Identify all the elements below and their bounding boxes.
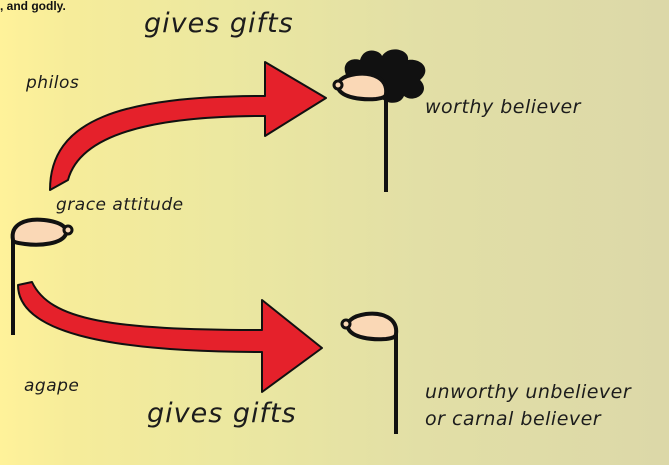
philos-label: philos bbox=[26, 75, 79, 92]
unworthy-unbeliever-label: unworthy unbeliever bbox=[425, 383, 631, 402]
carnal-believer-label: or carnal believer bbox=[425, 410, 601, 429]
gives-gifts-bottom-label: gives gifts bbox=[147, 400, 297, 427]
worthy-believer-label: worthy believer bbox=[425, 98, 581, 117]
grace-attitude-label: grace attitude bbox=[56, 197, 184, 214]
agape-label: agape bbox=[24, 378, 79, 395]
upper-arrow bbox=[50, 62, 326, 190]
worthy-believer-figure-icon bbox=[334, 49, 425, 192]
gives-gifts-top-label: gives gifts bbox=[144, 10, 294, 37]
unworthy-figure-icon bbox=[342, 314, 396, 434]
